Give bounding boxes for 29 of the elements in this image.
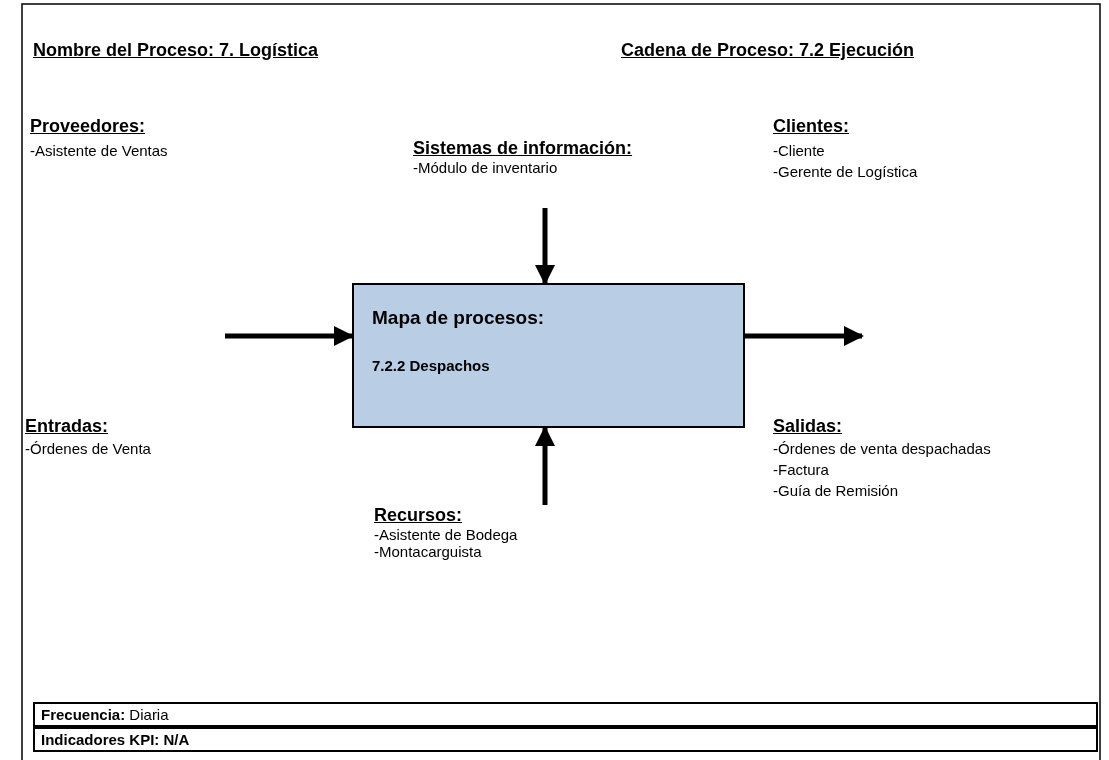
- info-row: [33, 702, 1098, 727]
- arrow: [745, 326, 864, 346]
- list-item: -Montacarguista: [374, 543, 482, 560]
- section-heading: Recursos:: [374, 505, 463, 526]
- list-item: -Órdenes de Venta: [25, 440, 151, 457]
- info-row: [33, 727, 1098, 752]
- section-heading: Clientes:: [773, 116, 850, 137]
- process-box: [352, 283, 745, 428]
- info-text: Frecuencia: Diaria: [41, 706, 169, 723]
- list-item: -Factura: [773, 461, 829, 478]
- list-item: -Módulo de inventario: [413, 159, 558, 176]
- list-item: -Guía de Remisión: [773, 482, 899, 499]
- list-item: -Asistente de Bodega: [374, 526, 518, 543]
- section-heading: Sistemas de información:: [413, 138, 633, 159]
- section-heading: Proveedores:: [30, 116, 146, 137]
- arrow: [535, 208, 555, 285]
- header-title: Cadena de Proceso: 7.2 Ejecución: [621, 40, 915, 61]
- arrow: [535, 426, 555, 505]
- header-title: Nombre del Proceso: 7. Logística: [33, 40, 319, 61]
- list-item: -Cliente: [773, 142, 825, 159]
- list-item: -Órdenes de venta despachadas: [773, 440, 991, 457]
- section-heading: Salidas:: [773, 416, 843, 437]
- list-item: -Gerente de Logística: [773, 163, 918, 180]
- process-heading: Mapa de procesos:: [372, 307, 545, 329]
- arrow: [225, 326, 354, 346]
- list-item: -Asistente de Ventas: [30, 142, 168, 159]
- process-name: 7.2.2 Despachos: [372, 357, 490, 374]
- info-text: Indicadores KPI: N/A: [41, 731, 190, 748]
- section-heading: Entradas:: [25, 416, 109, 437]
